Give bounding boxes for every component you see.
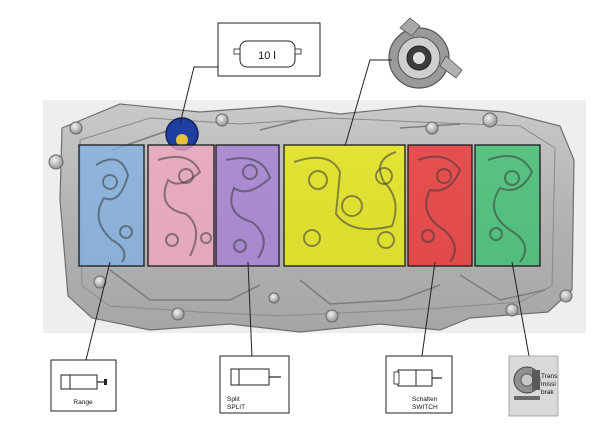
- range-zone: [78, 144, 145, 267]
- bearing-leader-line: [344, 59, 392, 147]
- bolt-set: [48, 112, 573, 323]
- release-bearing-image: [344, 17, 463, 147]
- bolt: [93, 275, 107, 289]
- bolt: [48, 154, 64, 170]
- brake-zone: [474, 144, 541, 267]
- bolt: [69, 121, 83, 135]
- brake-label-line1: Trans: [541, 373, 558, 380]
- range-callout: Range: [50, 261, 117, 412]
- bolt: [215, 113, 229, 127]
- switch-callout: Schalten SWITCH: [385, 261, 453, 414]
- switch-leader-line: [421, 261, 436, 357]
- switch-cylinder-icon: [397, 369, 433, 387]
- split-cylinder-icon: [230, 368, 270, 386]
- split-zone-purple: [215, 144, 280, 267]
- brake-callout: Trans missi brak: [508, 261, 559, 417]
- switch-label-line2: SWITCH: [412, 404, 438, 411]
- split-label-line1: Split: [227, 396, 240, 403]
- range-label: Range: [73, 399, 93, 406]
- zone-overlays: [78, 144, 541, 267]
- reservoir-callout: 10 l: [179, 22, 321, 125]
- range-cylinder-icon: [60, 374, 98, 390]
- reservoir-label: 10 l: [258, 50, 276, 62]
- brake-leader-line: [511, 261, 530, 357]
- brake-label-line2: missi: [541, 381, 556, 388]
- bolt: [505, 303, 519, 317]
- bolt: [425, 121, 439, 135]
- switch-zone: [407, 144, 473, 267]
- split-zone-pink: [147, 144, 215, 267]
- brake-label-line3: brak: [541, 389, 554, 396]
- bolt: [268, 292, 280, 304]
- center-zone: [283, 144, 406, 267]
- bolt: [325, 309, 339, 323]
- switch-label-line1: Schalten: [412, 396, 438, 403]
- bolt: [559, 289, 573, 303]
- bolt: [482, 112, 498, 128]
- split-leader-line: [247, 261, 253, 359]
- reservoir-leader-line: [179, 66, 218, 125]
- valve-channels: [95, 151, 534, 263]
- bolt: [171, 307, 185, 321]
- split-callout: Split SPLIT: [219, 261, 290, 414]
- range-leader-line: [85, 261, 111, 361]
- split-label-line2: SPLIT: [227, 404, 245, 411]
- blue-cap-center: [176, 134, 188, 146]
